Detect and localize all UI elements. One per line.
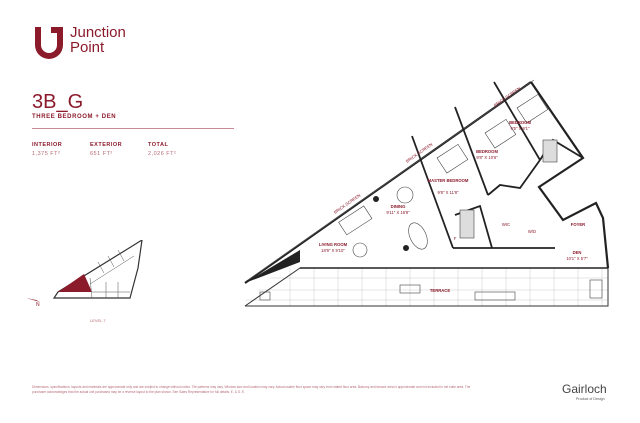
room-label-living-room: LIVING ROOM (319, 242, 348, 247)
room-dims: 18'9" X 9'10" (321, 248, 345, 253)
room-label-bedroom-3: BEDROOM (509, 120, 531, 125)
room-dims: 10'1" X 5'7" (566, 256, 588, 261)
area-label: INTERIOR (32, 142, 63, 148)
level-label: LEVEL 7 (90, 318, 106, 323)
developer-tagline: Product of Design (576, 397, 605, 401)
room-label-bedroom-2: BEDROOM (476, 149, 498, 154)
north-arrow-icon (26, 298, 40, 302)
unit-code: 3B_G (32, 91, 84, 113)
unit-type: THREE BEDROOM + DEN (32, 114, 117, 120)
brand-line-2: Point (70, 39, 105, 56)
junction-point-logo-icon (35, 27, 63, 59)
brand-line-1: Junction (70, 24, 126, 41)
area-value: 1,375 FT² (32, 151, 61, 157)
area-value: 651 FT² (90, 151, 113, 157)
room-dims: 9'11" X 16'8" (386, 210, 410, 215)
area-label: TOTAL (148, 142, 169, 148)
room-label-terrace: TERRACE (430, 288, 450, 293)
unit-highlight (58, 274, 92, 292)
wall-wedge (245, 250, 300, 283)
developer-logo: Gairloch (562, 382, 607, 396)
area-value: 2,026 FT² (148, 151, 177, 157)
north-label: N (36, 302, 40, 308)
label-fridge: F (454, 236, 457, 241)
divider (32, 128, 234, 129)
room-label-foyer: FOYER (571, 222, 585, 227)
room-dims: 9'8" X 11'8" (437, 190, 459, 195)
room-label-dining: DINING (391, 204, 406, 209)
room-label-master-bedroom: MASTER BEDROOM (428, 178, 469, 183)
area-interior: INTERIOR 1,375 FT² (32, 142, 62, 157)
area-total: TOTAL 2,026 FT² (148, 142, 176, 157)
room-dims: 9'8" X 10'6" (476, 155, 498, 160)
label-wd: W/D (528, 229, 536, 234)
area-exterior: EXTERIOR 651 FT² (90, 142, 122, 157)
key-plan: N (26, 240, 143, 308)
terrace-tiles (246, 277, 608, 301)
disclaimer: Dimensions, specifications, layouts and … (32, 385, 471, 394)
area-label: EXTERIOR (90, 142, 123, 148)
room-dims: 9'5" X 9'1" (510, 126, 530, 131)
brand-name: Junction Point (70, 25, 126, 55)
room-label-den: DEN (573, 250, 582, 255)
furniture (259, 93, 603, 301)
label-wic: WIC (502, 222, 510, 227)
